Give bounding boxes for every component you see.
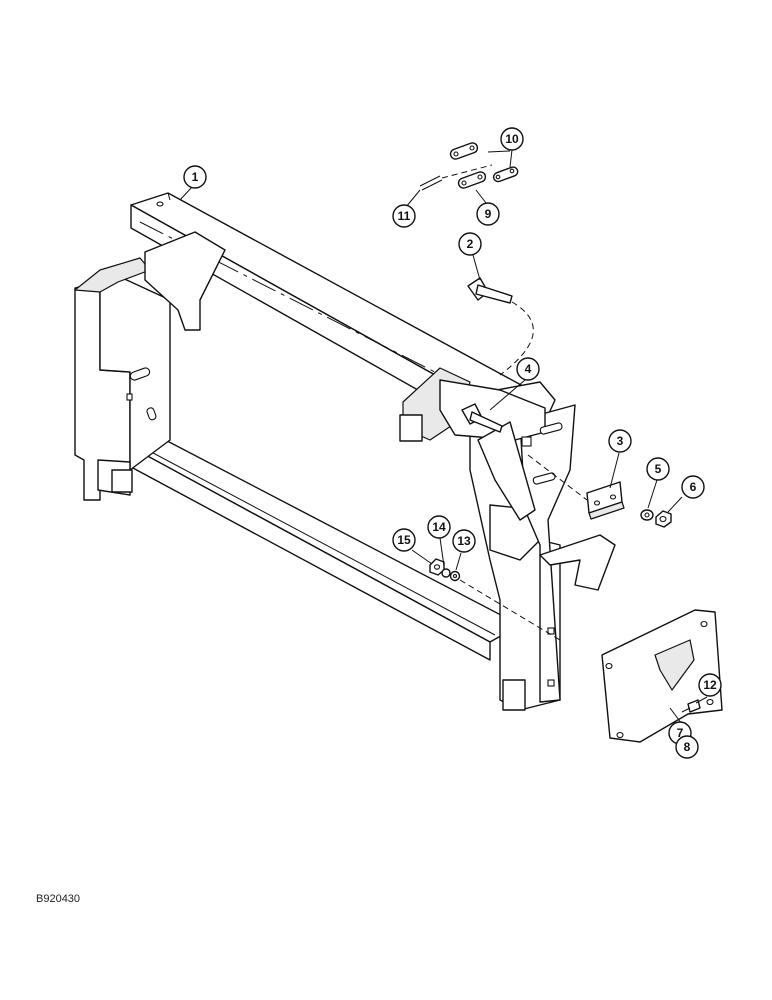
callout-9: 9 [476,202,500,226]
callout-8: 8 [675,735,699,759]
callout-12: 12 [698,673,722,697]
svg-text:13: 13 [457,534,471,548]
svg-text:2: 2 [467,237,474,251]
chain-link-part-10a [449,142,479,160]
callout-6: 6 [681,475,705,499]
callout-3: 3 [608,429,632,453]
svg-text:1: 1 [192,170,199,184]
mounting-frame [74,192,616,711]
svg-text:8: 8 [684,740,691,754]
nut-part-6 [655,510,672,528]
callout-2: 2 [458,232,482,256]
callout-14: 14 [427,515,451,539]
chain-link-part-10b [492,166,519,183]
callout-5: 5 [646,457,670,481]
callout-4: 4 [516,357,540,381]
callout-13: 13 [452,529,476,553]
svg-text:12: 12 [703,678,717,692]
svg-text:4: 4 [525,362,532,376]
chain-link-part-9 [457,171,487,189]
nut-part-15 [429,558,445,576]
svg-text:6: 6 [690,480,697,494]
callout-1: 1 [183,165,207,189]
cotter-pin-part-11 [419,175,443,191]
washer-part-5 [640,509,654,521]
svg-text:5: 5 [655,462,662,476]
washer-part-13 [449,570,461,582]
svg-text:3: 3 [617,434,624,448]
figure-reference-code: B920430 [36,893,81,905]
svg-text:15: 15 [397,533,411,547]
lock-washer-part-14 [441,568,451,578]
svg-text:10: 10 [505,132,519,146]
callout-11: 11 [392,204,416,228]
svg-text:9: 9 [485,207,492,221]
bolt-part-4 [461,403,503,433]
callout-10: 10 [500,127,524,151]
svg-text:11: 11 [398,209,411,223]
callout-15: 15 [392,528,416,552]
plate-part-3 [586,481,625,520]
leader-lines [179,149,708,725]
bolt-part-2 [467,277,534,376]
svg-text:7: 7 [677,726,684,740]
svg-text:14: 14 [432,520,446,534]
